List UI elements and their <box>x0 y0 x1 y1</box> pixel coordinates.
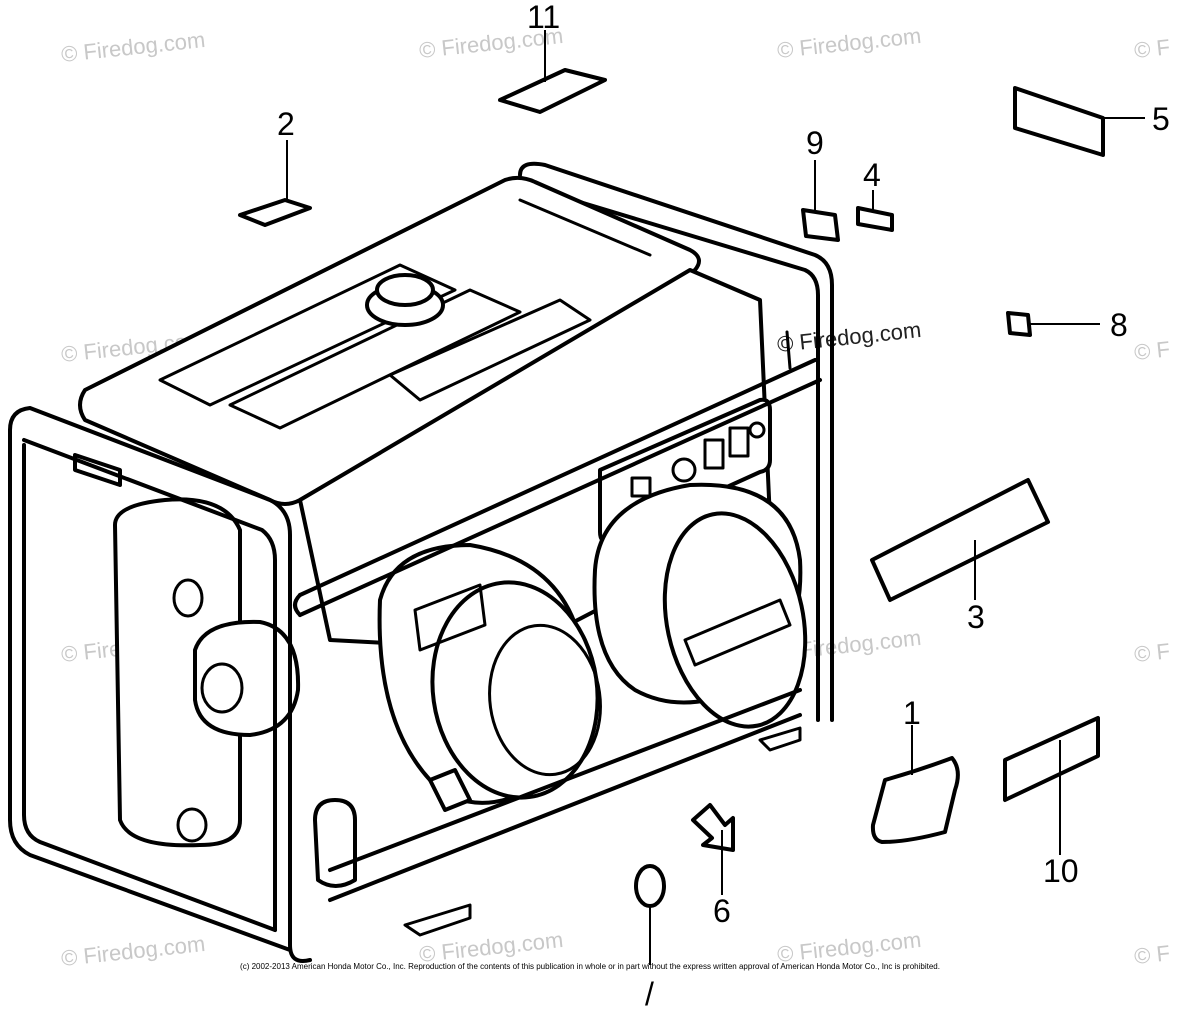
rubber-foot <box>758 726 802 752</box>
panel-socket-icon <box>728 426 750 458</box>
callout-7: / <box>645 976 654 1012</box>
callout-3: 3 <box>967 599 985 635</box>
label-part-11 <box>498 68 607 114</box>
muffler-port <box>176 807 208 843</box>
callout-4: 4 <box>863 157 881 193</box>
alternator-label-plate <box>683 598 792 667</box>
label-parts <box>238 68 1105 908</box>
engine-label-plate <box>413 583 487 652</box>
frame-bracket <box>73 453 122 487</box>
label-part-9 <box>801 208 840 242</box>
front-frame-left <box>8 428 292 952</box>
panel-outlet-icon <box>630 476 652 498</box>
watermark: © Firedog.com <box>60 27 206 67</box>
label-part-7 <box>634 864 666 908</box>
frame-cross-tube <box>298 358 817 597</box>
front-frame-left-inner <box>22 443 277 932</box>
rubber-foot <box>403 903 472 937</box>
base-rail-inner <box>328 688 802 872</box>
label-part-10 <box>1003 716 1100 802</box>
watermark: © F <box>1133 336 1171 365</box>
callout-5: 5 <box>1152 101 1170 137</box>
watermark: © Firedog.com <box>776 317 922 357</box>
fuel-cap <box>375 273 435 307</box>
callout-6: 6 <box>713 893 731 929</box>
front-frame-top-inner <box>22 438 277 932</box>
base-rail <box>328 713 802 902</box>
watermark: © F <box>1133 638 1171 667</box>
callout-9: 9 <box>806 125 824 161</box>
label-part-6-arrow <box>691 803 735 852</box>
generator-illustration <box>8 161 834 963</box>
tank-emboss-2 <box>228 288 522 430</box>
rear-frame-tube-inner <box>538 188 820 722</box>
callout-1: 1 <box>903 695 921 731</box>
frame-cross-tube-inner <box>298 378 822 617</box>
label-part-1 <box>870 756 960 844</box>
label-part-3 <box>870 478 1050 602</box>
muffler-port <box>172 578 204 618</box>
air-cleaner-cap <box>200 662 244 714</box>
label-part-4 <box>856 206 894 232</box>
air-cleaner <box>193 619 301 737</box>
frame-pin <box>785 330 792 370</box>
watermark: © Firedog.com <box>776 23 922 63</box>
callout-8: 8 <box>1110 307 1128 343</box>
callout-2: 2 <box>277 106 295 142</box>
leader-lines <box>286 30 1145 965</box>
frame-tube-end <box>293 593 302 617</box>
label-part-2 <box>238 198 312 227</box>
tank-emboss-1 <box>158 263 457 407</box>
watermark: © Firedog.com <box>776 927 922 967</box>
watermark: © Firedog.com <box>418 927 564 967</box>
rear-frame-tube <box>518 161 834 722</box>
panel-socket-icon <box>703 438 725 470</box>
recoil-inner-ring <box>488 623 602 777</box>
starter-handle <box>428 768 472 812</box>
tank-ridge <box>518 198 652 257</box>
watermark: © F <box>1133 34 1171 63</box>
label-part-5 <box>1013 86 1105 157</box>
panel-switch-icon <box>671 457 697 483</box>
callout-11: 11 <box>527 0 560 35</box>
watermark: © F <box>1133 940 1171 969</box>
front-frame-top <box>8 406 312 963</box>
copyright-footer: (c) 2002-2013 American Honda Motor Co., … <box>240 962 940 971</box>
panel-indicator-icon <box>748 421 766 439</box>
callout-numbers: 11 2 5 9 4 8 3 1 10 6 / <box>277 0 1170 1012</box>
label-part-8 <box>1006 311 1032 337</box>
callout-10: 10 <box>1043 853 1079 889</box>
drain-plug <box>313 798 357 888</box>
tank-emboss-3 <box>388 298 592 402</box>
